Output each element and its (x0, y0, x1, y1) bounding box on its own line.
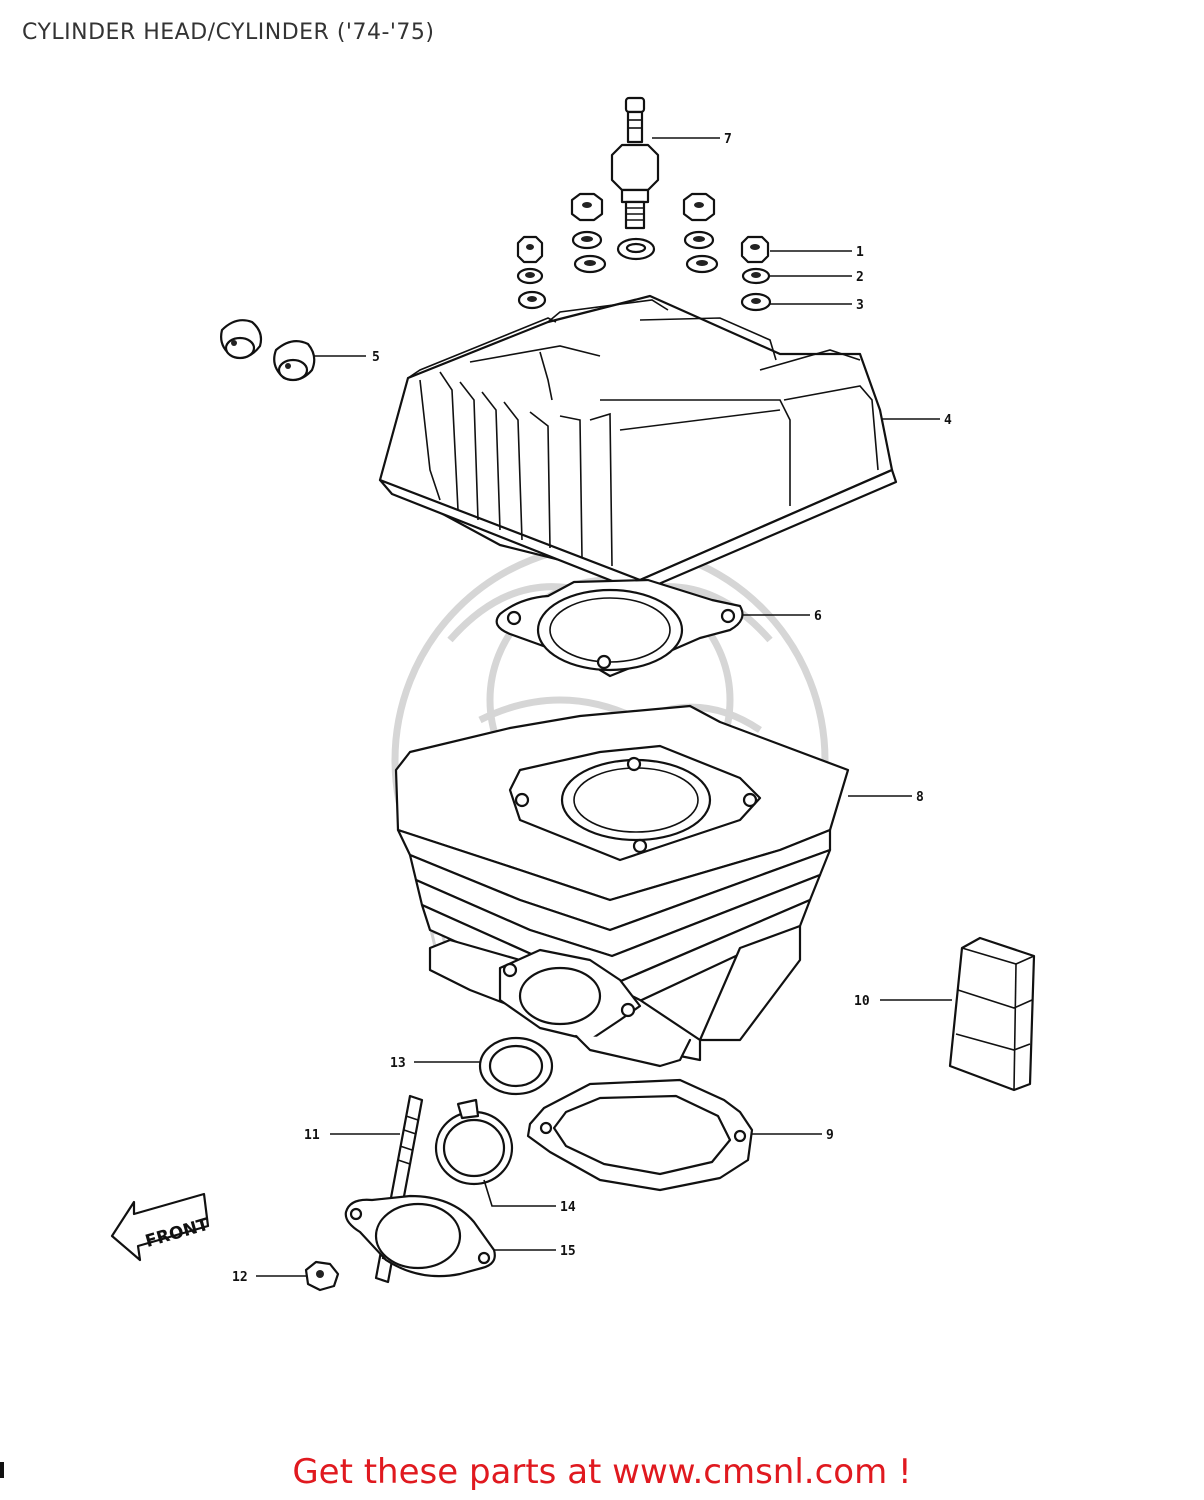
svg-text:10: 10 (854, 994, 870, 1009)
svg-text:14: 14 (560, 1200, 576, 1215)
cylinder-head-gasket[interactable] (495, 578, 744, 678)
callout-13: 13 (390, 1056, 480, 1071)
callout-2: 2 (770, 270, 864, 285)
callout-9: 9 (752, 1128, 834, 1143)
callout-5: 5 (314, 350, 380, 365)
hose-clamp[interactable] (434, 1098, 514, 1186)
svg-text:15: 15 (560, 1244, 576, 1259)
callout-15: 15 (494, 1244, 576, 1259)
callout-7: 7 (652, 132, 732, 147)
svg-text:3: 3 (856, 298, 864, 313)
footer-text: Get these parts at www.cmsnl.com ! (292, 1452, 912, 1492)
callout-8: 8 (848, 790, 924, 805)
svg-text:8: 8 (916, 790, 924, 805)
edge-mark (0, 1462, 4, 1478)
page-title: CYLINDER HEAD/CYLINDER ('74-'75) (22, 20, 435, 45)
flange-nut[interactable] (304, 1260, 340, 1292)
callout-6: 6 (742, 609, 822, 624)
spark-plug[interactable] (610, 96, 660, 230)
callout-1: 1 (770, 245, 864, 260)
svg-text:5: 5 (372, 350, 380, 365)
cylinder-base-gasket[interactable] (526, 1078, 754, 1192)
cylinder-head[interactable] (378, 294, 898, 594)
svg-text:11: 11 (304, 1128, 320, 1143)
cylinder-head-nuts[interactable] (516, 192, 770, 264)
callout-14: 14 (483, 1179, 576, 1215)
svg-text:12: 12 (232, 1270, 248, 1285)
intake-gasket[interactable] (344, 1194, 496, 1278)
front-direction-arrow: FRONT (110, 1192, 211, 1262)
o-ring[interactable] (478, 1036, 554, 1096)
svg-text:4: 4 (944, 413, 952, 428)
callout-12: 12 (232, 1270, 306, 1285)
callout-11: 11 (304, 1128, 400, 1143)
callout-10: 10 (854, 994, 952, 1009)
flat-washers[interactable] (517, 237, 772, 312)
rubber-caps[interactable] (220, 319, 316, 382)
svg-text:6: 6 (814, 609, 822, 624)
svg-text:9: 9 (826, 1128, 834, 1143)
cylinder[interactable] (394, 704, 850, 1068)
svg-text:7: 7 (724, 132, 732, 147)
exploded-parts-diagram: WHEELS (110, 96, 1036, 1292)
cushion-block[interactable] (948, 936, 1036, 1092)
svg-text:1: 1 (856, 245, 864, 260)
callout-4: 4 (882, 413, 952, 428)
callout-3: 3 (770, 298, 864, 313)
svg-text:2: 2 (856, 270, 864, 285)
footer-link[interactable]: Get these parts at www.cmsnl.com ! (0, 1452, 1204, 1492)
svg-text:13: 13 (390, 1056, 406, 1071)
spring-washers[interactable] (516, 230, 771, 285)
